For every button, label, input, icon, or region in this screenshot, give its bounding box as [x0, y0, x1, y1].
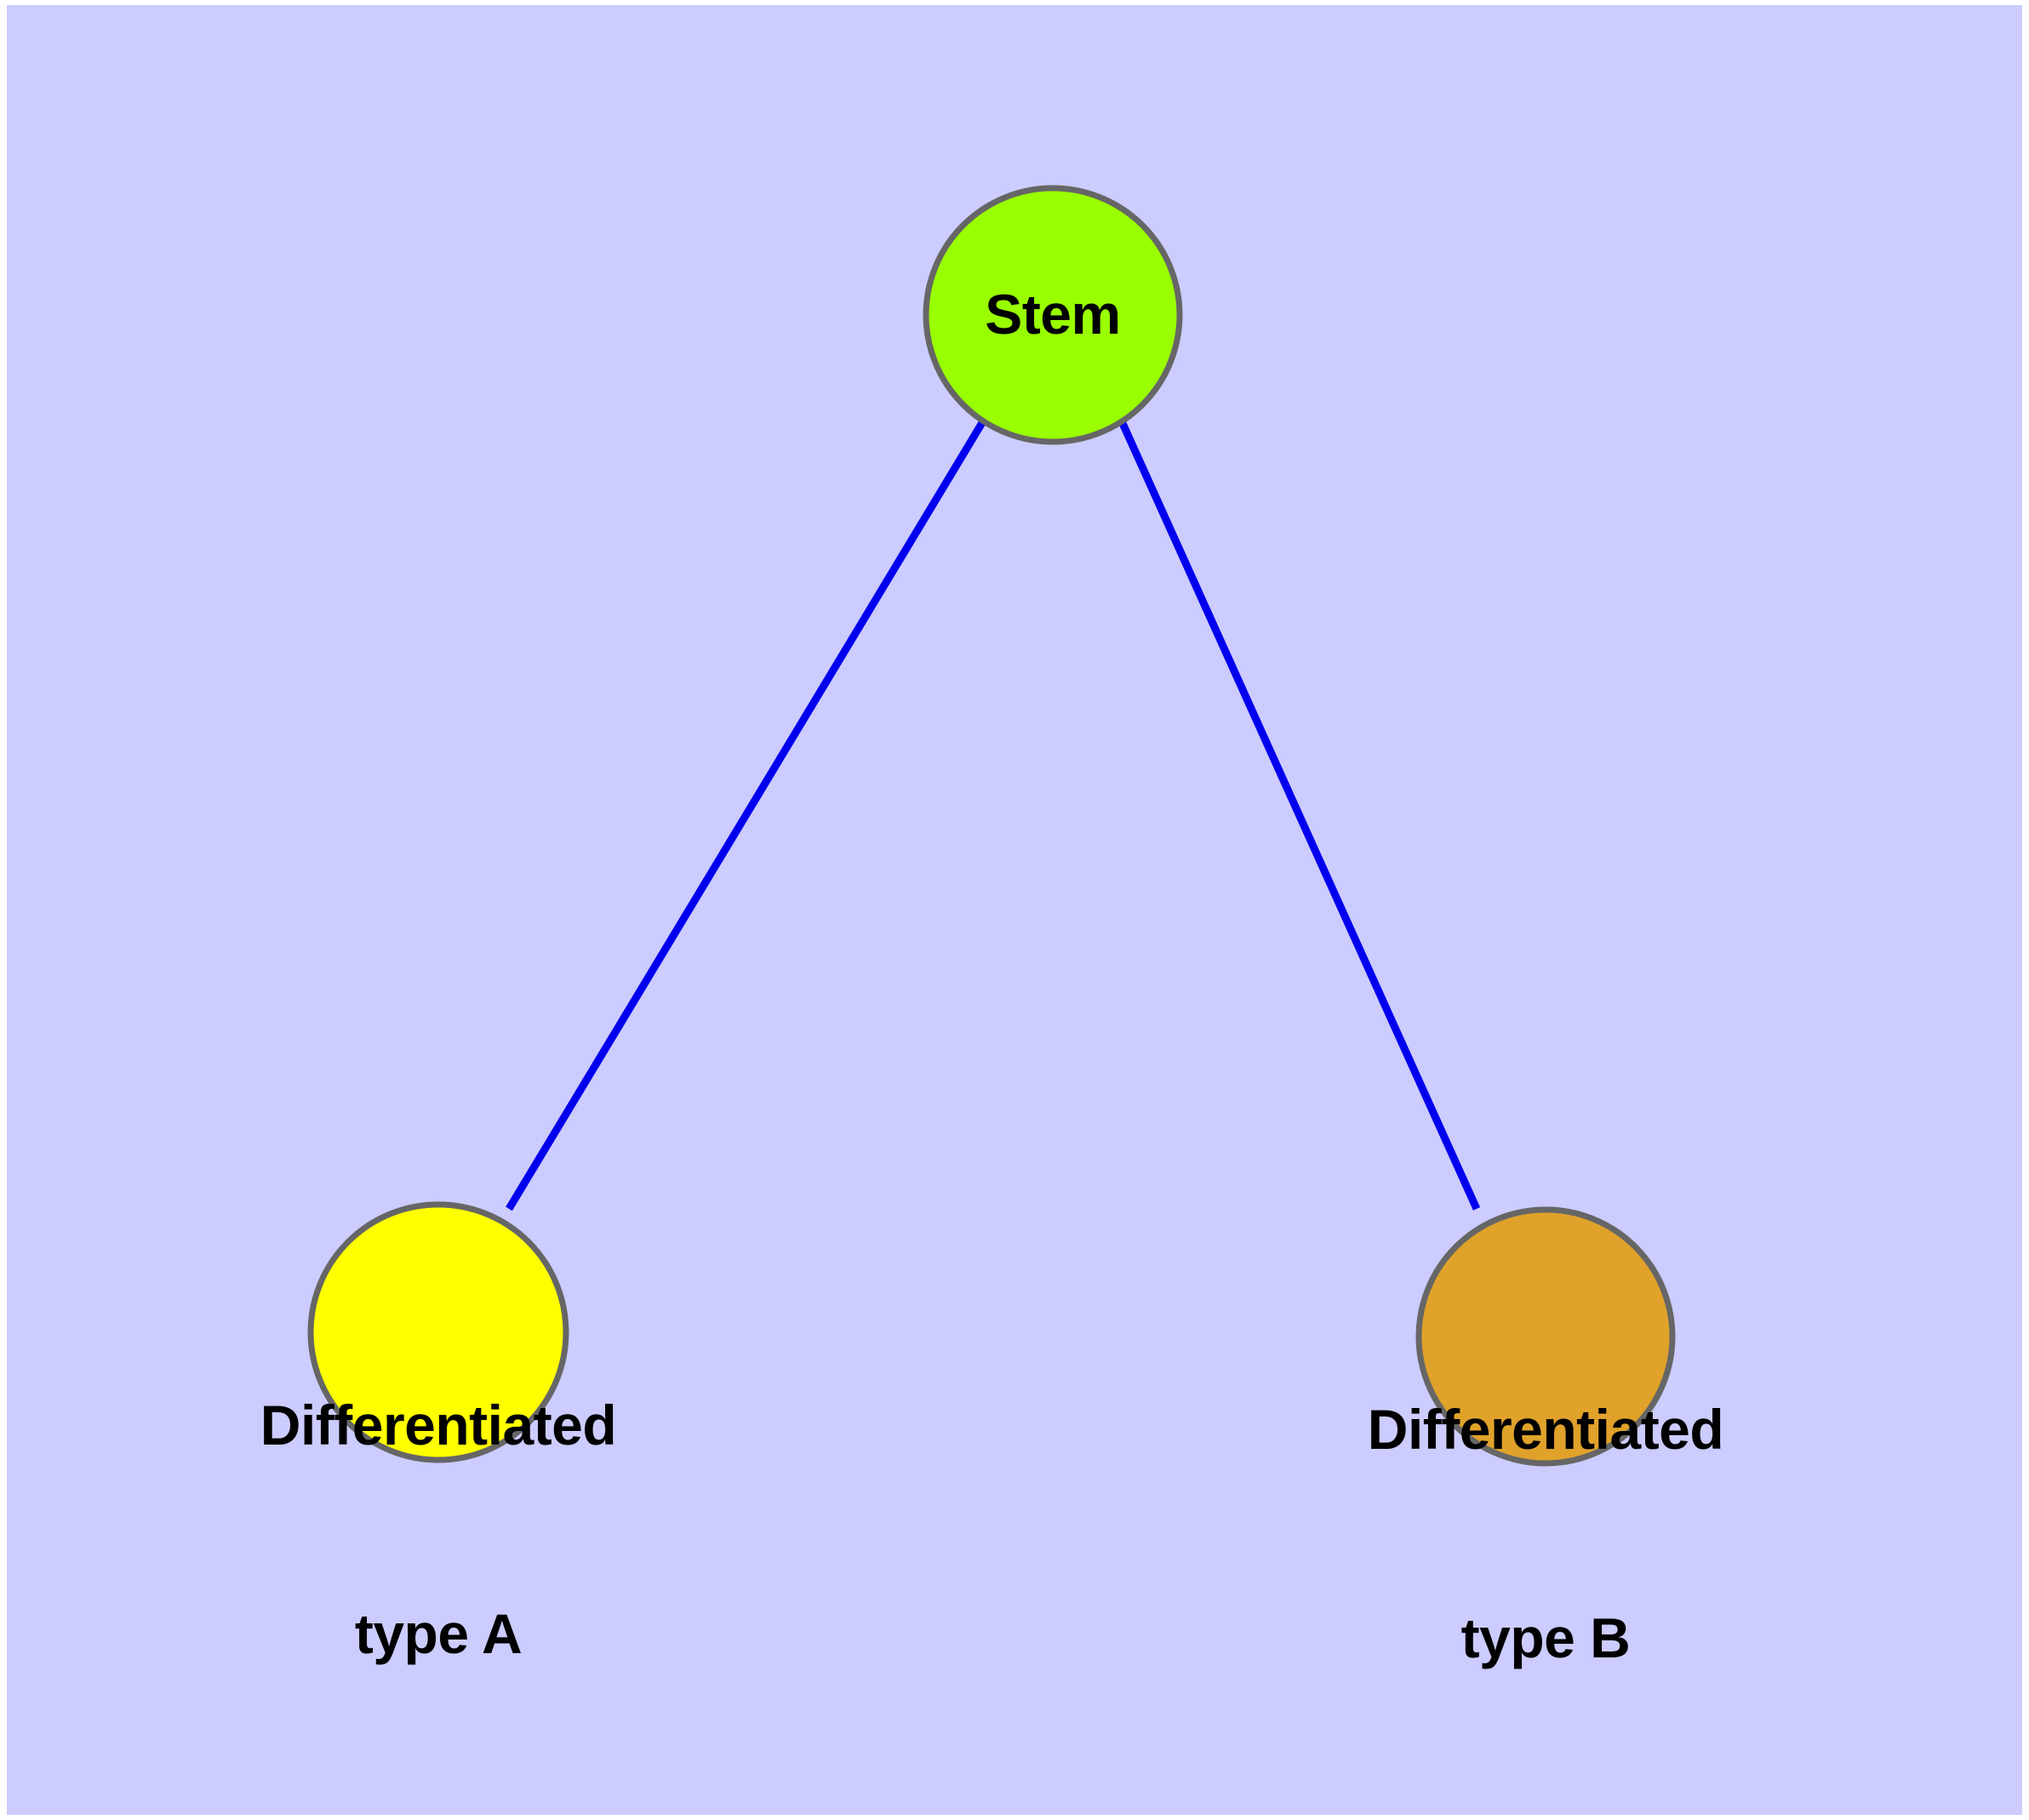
node-differentiated-type-b[interactable] — [1415, 1206, 1676, 1467]
node-differentiated-type-a[interactable] — [307, 1201, 569, 1463]
edge-stem-to-diff-b[interactable] — [1117, 420, 1481, 1210]
node-stem[interactable] — [923, 185, 1183, 445]
edge-stem-to-diff-a[interactable] — [506, 419, 986, 1211]
edges-group — [506, 419, 1481, 1211]
nodes-group — [307, 185, 1676, 1467]
